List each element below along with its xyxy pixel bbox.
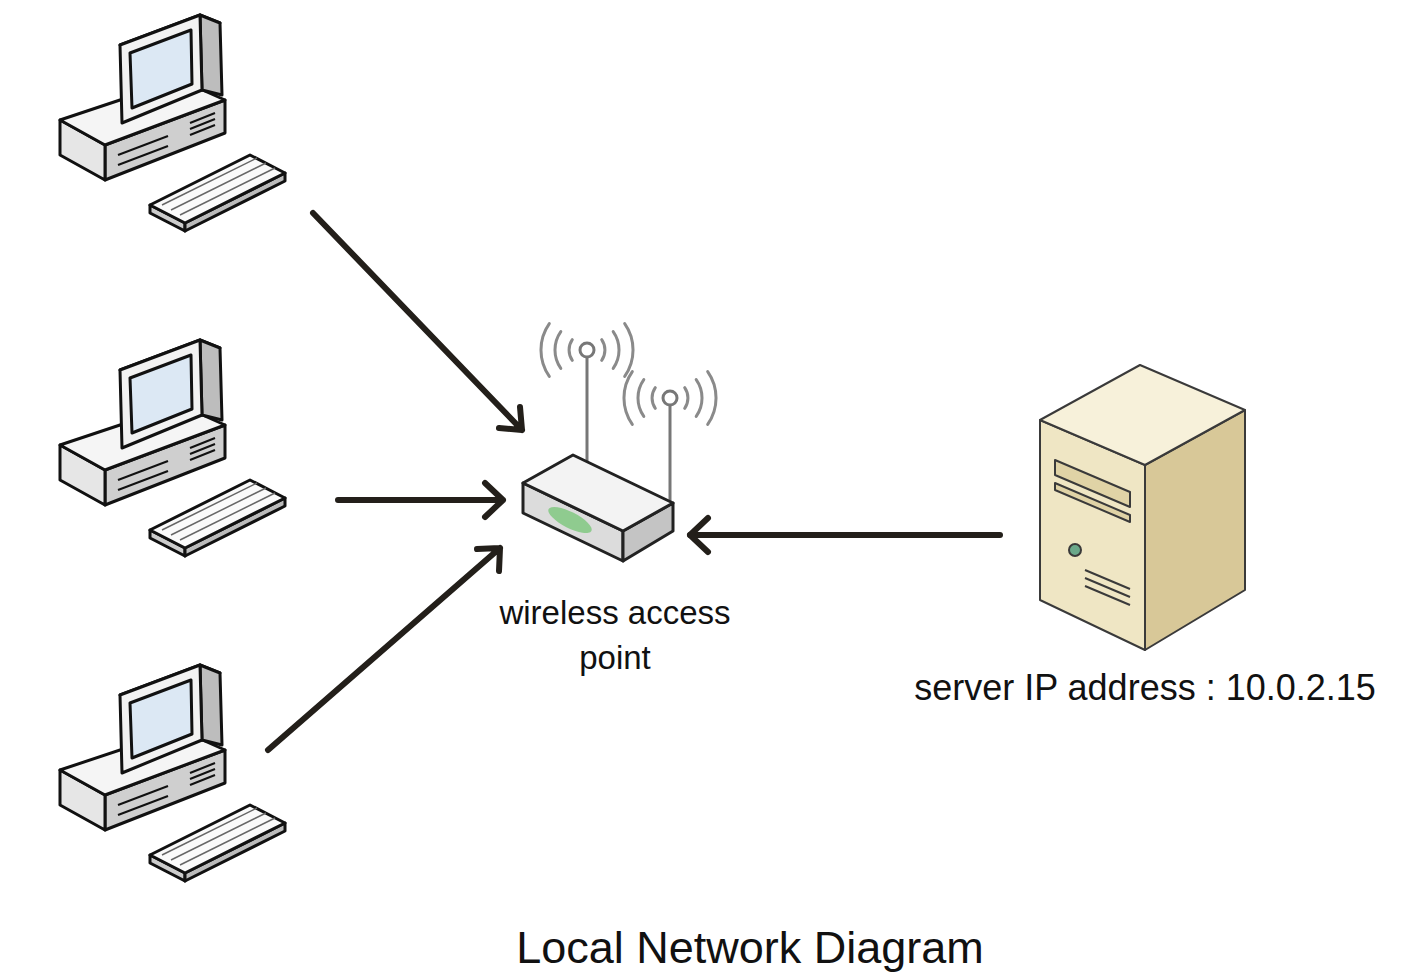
arrow-head	[690, 518, 708, 552]
access-point-node: wireless access point	[515, 315, 690, 570]
link-arrow	[268, 548, 500, 750]
connector-line	[690, 532, 1000, 538]
server-node: server IP address : 10.0.2.15	[1000, 365, 1245, 650]
link-arrow	[338, 483, 503, 517]
server-icon	[1040, 365, 1245, 650]
computer-icon	[60, 340, 285, 556]
diagram-caption: Local Network Diagram	[200, 920, 1300, 976]
node-label: server IP address : 10.0.2.15	[845, 663, 1410, 713]
link-arrow	[313, 213, 522, 430]
access-point-icon	[523, 324, 716, 561]
computer-icon	[60, 665, 285, 881]
node-label: wireless access point	[465, 590, 765, 680]
computer-icon	[60, 15, 285, 231]
link-connector	[690, 518, 1000, 552]
